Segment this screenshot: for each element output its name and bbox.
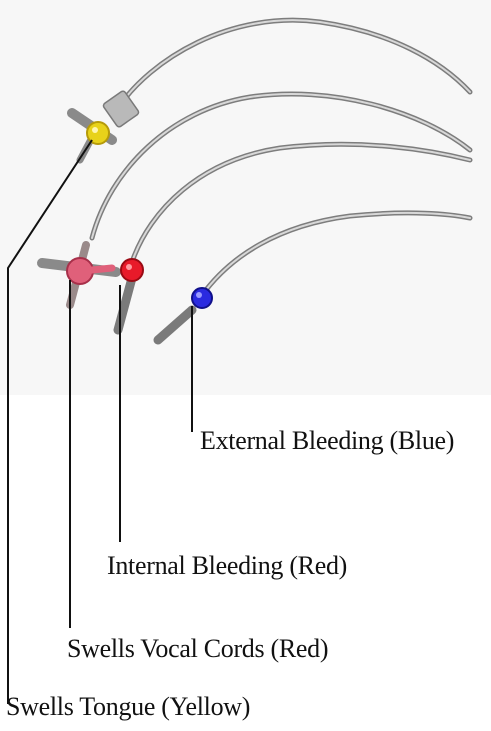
yellow-cuff-valve-icon: [87, 122, 109, 144]
label-swells-tongue: Swells Tongue (Yellow): [6, 692, 250, 722]
label-external-bleeding: External Bleeding (Blue): [200, 426, 454, 456]
red-cuff-valve-icon: [121, 259, 143, 281]
label-internal-bleeding: Internal Bleeding (Red): [107, 551, 347, 581]
label-swells-vocal-cords: Swells Vocal Cords (Red): [67, 634, 328, 664]
blue-cuff-valve-icon: [192, 288, 212, 308]
photo-background: [0, 0, 491, 395]
